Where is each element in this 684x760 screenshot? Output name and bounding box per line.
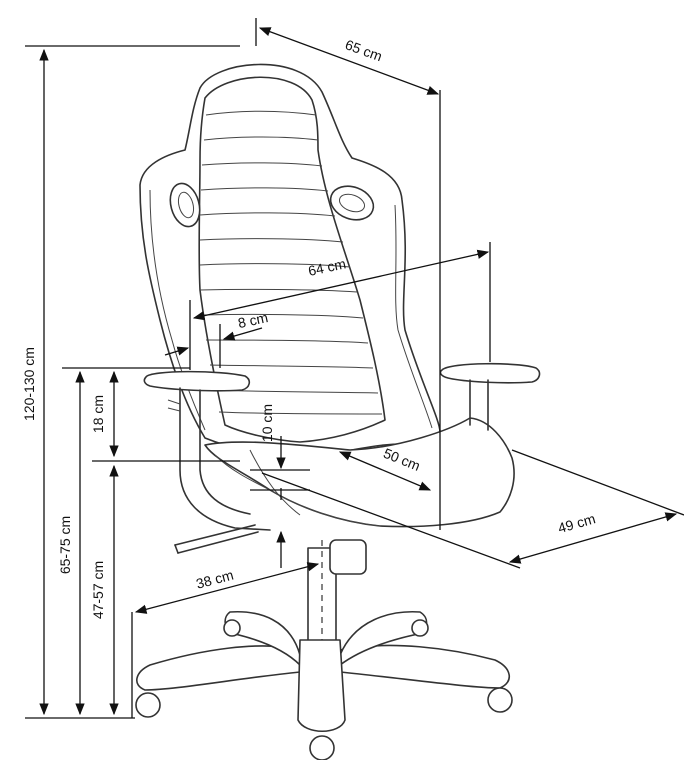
tilt-lever <box>174 524 259 554</box>
backrest-inner-panel <box>198 76 386 443</box>
star-base <box>136 645 301 691</box>
armrest-right-post <box>469 379 489 431</box>
dimension-lines <box>25 18 684 719</box>
backrest-piping-right <box>394 204 433 429</box>
label-armrest-width: 8 cm <box>236 309 269 331</box>
armrest-width-arrow <box>164 346 190 356</box>
base-radius-arrow <box>134 562 320 614</box>
label-backrest-width: 65 cm <box>343 36 384 64</box>
harness-hole-left <box>169 182 201 228</box>
seat-width-arrow <box>192 249 490 321</box>
label-armrest-height: 18 cm <box>90 395 106 433</box>
base-hub <box>297 639 346 732</box>
label-seat-thickness: 10 cm <box>259 404 275 442</box>
backrest-piping-left <box>149 189 206 431</box>
backrest-outline <box>139 63 441 459</box>
label-seat-width: 64 cm <box>307 255 348 279</box>
gaming-chair-illustration <box>135 63 541 760</box>
overall-depth-arrow <box>508 512 678 564</box>
armrest-right-pad <box>439 362 541 384</box>
label-seat-height-lower: 47-57 cm <box>90 561 106 619</box>
harness-hole-right <box>329 185 375 221</box>
armrest-left-pad <box>143 370 251 392</box>
casters <box>135 619 513 760</box>
backrest-stitching <box>199 110 383 415</box>
gas-cylinder-cover <box>329 539 367 575</box>
seat-depth-arrow <box>338 451 432 491</box>
label-total-height: 120-130 cm <box>21 347 37 421</box>
label-seat-height-range: 65-75 cm <box>57 516 73 574</box>
dimension-labels: 120-130 cm 65-75 cm 18 cm 47-57 cm 65 cm… <box>21 36 597 619</box>
backrest-width-arrow <box>258 27 440 95</box>
armrest-left-post <box>179 387 271 531</box>
label-overall-depth: 49 cm <box>556 510 597 536</box>
